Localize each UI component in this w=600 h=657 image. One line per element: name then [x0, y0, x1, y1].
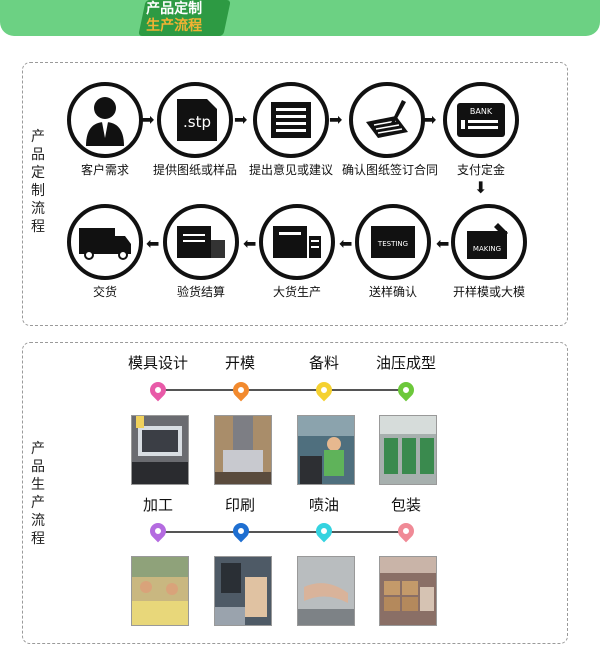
- step-mold-making: MAKING 开样模或大模: [444, 204, 534, 300]
- step-label: 支付定金: [436, 161, 526, 178]
- mold-making-icon: MAKING: [451, 204, 527, 280]
- timeline-label: 包装: [356, 494, 456, 515]
- step-label: 提出意见或建议: [246, 161, 336, 178]
- arrow-right-icon: ➡: [423, 112, 436, 128]
- step-inspection-settlement: 验货结算: [156, 204, 246, 300]
- step-provide-drawing: .stp 提供图纸或样品: [150, 82, 240, 178]
- custom-process-side-label: 产品定制流程: [30, 128, 46, 236]
- header-bar: 产品定制 生产流程: [0, 0, 600, 36]
- stp-icon-text: .stp: [183, 113, 211, 131]
- production-process-panel: [22, 342, 568, 644]
- bank-card-icon: BANK: [443, 82, 519, 158]
- arrow-right-icon: ➡: [329, 112, 342, 128]
- step-mass-production: 大货生产: [252, 204, 342, 300]
- photo-mold-opening: [214, 415, 272, 485]
- step-label: 开样模或大模: [444, 283, 534, 300]
- box-inspect-icon: [163, 204, 239, 280]
- production-process-side-label: 产品生产流程: [30, 440, 46, 548]
- truck-icon: [67, 204, 143, 280]
- arrow-down-icon: ⬇: [474, 180, 487, 196]
- photo-material-prep: [297, 415, 355, 485]
- step-sample-confirm: TESTING 送样确认: [348, 204, 438, 300]
- photo-mold-design: [131, 415, 189, 485]
- step-label: 交货: [60, 283, 150, 300]
- production-icon: [259, 204, 335, 280]
- header-title-tab: 产品定制 生产流程: [138, 0, 231, 36]
- step-sign-contract: 确认图纸签订合同: [342, 82, 432, 178]
- timeline-line-row2: [156, 531, 406, 533]
- document-lines-icon: [253, 82, 329, 158]
- photo-hydraulic-molding: [379, 415, 437, 485]
- person-icon: [67, 82, 143, 158]
- step-delivery: 交货: [60, 204, 150, 300]
- sample-box-icon: TESTING: [355, 204, 431, 280]
- step-label: 送样确认: [348, 283, 438, 300]
- sign-contract-icon: [349, 82, 425, 158]
- step-customer-demand: 客户需求: [60, 82, 150, 178]
- step-deposit: BANK 支付定金: [436, 82, 526, 178]
- photo-spray-painting: [297, 556, 355, 626]
- stp-file-icon: .stp: [157, 82, 233, 158]
- timeline-label: 油压成型: [356, 352, 456, 373]
- photo-processing: [131, 556, 189, 626]
- bank-icon-text: BANK: [470, 107, 493, 116]
- step-label: 确认图纸签订合同: [342, 161, 432, 178]
- photo-printing: [214, 556, 272, 626]
- making-icon-text: MAKING: [473, 245, 501, 253]
- header-title-line1: 产品定制: [146, 1, 227, 18]
- step-label: 大货生产: [252, 283, 342, 300]
- step-label: 验货结算: [156, 283, 246, 300]
- step-feedback: 提出意见或建议: [246, 82, 336, 178]
- timeline-line-row1: [156, 389, 406, 391]
- photo-packaging: [379, 556, 437, 626]
- testing-icon-text: TESTING: [377, 240, 408, 248]
- header-title-line2: 生产流程: [146, 18, 227, 35]
- step-label: 提供图纸或样品: [150, 161, 240, 178]
- step-label: 客户需求: [60, 161, 150, 178]
